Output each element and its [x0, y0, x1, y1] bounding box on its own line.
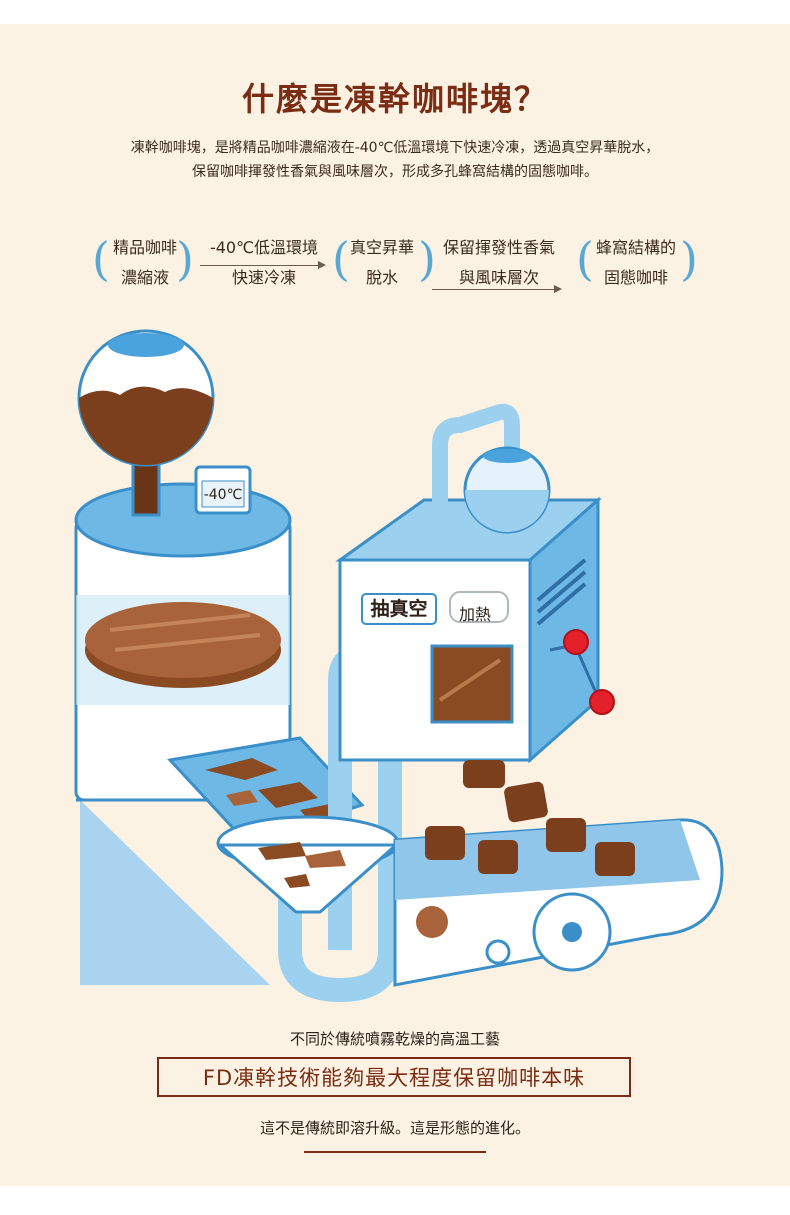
divider-rule [304, 1151, 486, 1153]
heat-button-label: 加熱 [459, 605, 491, 624]
intro-line-1: 凍幹咖啡塊，是將精品咖啡濃縮液在-40℃低溫環境下快速冷凍，透過真空昇華脫水， [130, 140, 660, 156]
tagline-text: FD凍幹技術能夠最大程度保留咖啡本味 [202, 1066, 586, 1090]
step1-left-paren: ( [92, 232, 110, 286]
conveyor-belt [393, 818, 724, 987]
step-concentrate: 精品咖啡 濃縮液 [106, 233, 184, 293]
freeze-dry-machine-illustration: -40℃ 抽真空 加熱 [74, 329, 724, 1003]
temp-display-text: -40℃ [204, 487, 243, 503]
arrow2-icon [432, 285, 562, 293]
step-sublimation: 真空昇華 脫水 [344, 233, 420, 293]
freezer-tank [74, 482, 292, 802]
step2-right-paren: ) [418, 232, 436, 286]
arrow1-bottom: 快速冷凍 [231, 268, 296, 287]
step3-line1: 蜂窩結構的 [595, 238, 676, 257]
closing-statement: 這不是傳統即溶升級。這是形態的進化。 [259, 1119, 530, 1137]
light-triangle [80, 800, 270, 985]
vacuum-machine: 抽真空 加熱 [335, 496, 615, 764]
arrow2-bottom: 與風味層次 [458, 268, 539, 287]
arrow2-label: 保留揮發性香氣 與風味層次 [432, 233, 566, 293]
step2-left-paren: ( [332, 232, 350, 286]
step1-line1: 精品咖啡 [112, 238, 177, 257]
vacuum-button-label: 抽真空 [370, 597, 427, 620]
step3-left-paren: ( [576, 232, 594, 286]
tagline-box: FD凍幹技術能夠最大程度保留咖啡本味 [157, 1057, 631, 1097]
step3-line2: 固態咖啡 [603, 268, 668, 287]
page-title: 什麼是凍幹咖啡塊？ [241, 80, 548, 118]
arrow1-icon [200, 261, 326, 269]
intro-line-2: 保留咖啡揮發性香氣與風味層次，形成多孔蜂窩結構的固態咖啡。 [192, 164, 598, 180]
condenser-flask [432, 403, 551, 540]
arrow2-top: 保留揮發性香氣 [442, 238, 555, 257]
temperature-display: -40℃ [194, 465, 252, 515]
step2-line1: 真空昇華 [349, 238, 414, 257]
contrast-statement: 不同於傳統噴霧乾燥的高溫工藝 [289, 1030, 500, 1048]
step3-right-paren: ) [680, 232, 698, 286]
step-solid-coffee: 蜂窩結構的 固態咖啡 [590, 233, 682, 293]
step1-line2: 濃縮液 [120, 268, 169, 287]
step2-line2: 脫水 [365, 268, 398, 287]
arrow1-label: -40℃低溫環境 快速冷凍 [200, 233, 328, 293]
arrow1-top: -40℃低溫環境 [209, 238, 319, 257]
coffee-cubes [425, 760, 635, 876]
coffee-bulb [77, 329, 215, 517]
step1-right-paren: ) [176, 232, 194, 286]
